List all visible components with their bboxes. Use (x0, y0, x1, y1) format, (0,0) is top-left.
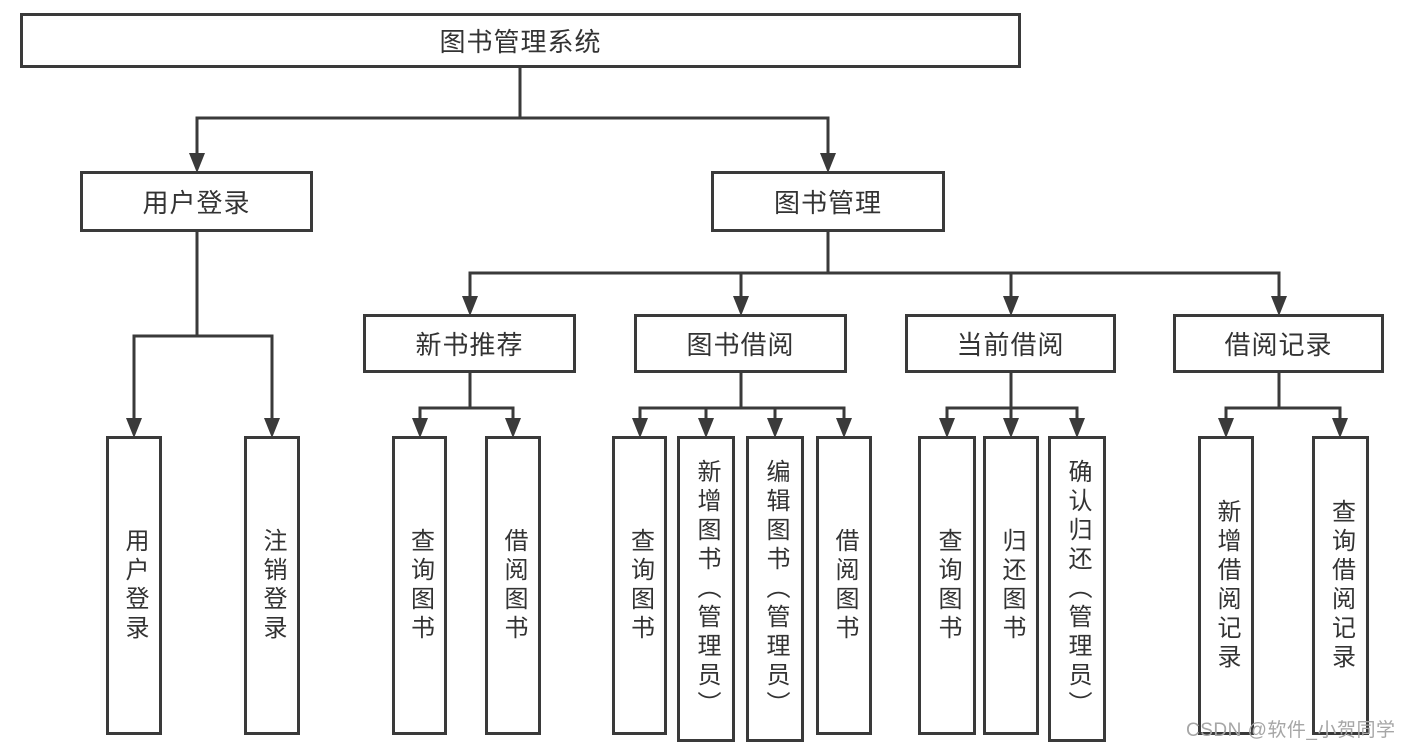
arrowhead-icon (189, 153, 205, 173)
node-borrow-records: 借阅记录 (1173, 314, 1384, 373)
arrowhead-icon (820, 153, 836, 173)
leaf-edit-book-admin: 编辑图书（管理员） (746, 436, 804, 742)
arrowhead-icon (264, 418, 280, 438)
arrowhead-icon (1332, 418, 1348, 438)
leaf-add-borrow-record: 新增借阅记录 (1198, 436, 1254, 735)
arrowhead-icon (733, 296, 749, 316)
arrowhead-icon (939, 418, 955, 438)
node-current-borrow: 当前借阅 (905, 314, 1116, 373)
leaf-user-login: 用户登录 (106, 436, 162, 735)
arrowhead-icon (1003, 296, 1019, 316)
arrowhead-icon (836, 418, 852, 438)
node-book-borrow: 图书借阅 (634, 314, 847, 373)
leaf-logout: 注销登录 (244, 436, 300, 735)
leaf-borrow-book: 借阅图书 (816, 436, 872, 735)
arrowhead-icon (505, 418, 521, 438)
arrowhead-icon (767, 418, 783, 438)
arrowhead-icon (698, 418, 714, 438)
arrowhead-icon (632, 418, 648, 438)
leaf-add-book-admin: 新增图书（管理员） (677, 436, 735, 742)
arrowhead-icon (1271, 296, 1287, 316)
leaf-borrow-book-recommend: 借阅图书 (485, 436, 541, 735)
leaf-query-book-current: 查询图书 (918, 436, 976, 735)
node-root: 图书管理系统 (20, 13, 1021, 68)
arrowhead-icon (1069, 418, 1085, 438)
arrowhead-icon (1218, 418, 1234, 438)
arrowhead-icon (126, 418, 142, 438)
arrowhead-icon (462, 296, 478, 316)
node-new-book-recommend: 新书推荐 (363, 314, 576, 373)
watermark: CSDN @软件_小贺同学 (1186, 720, 1396, 741)
leaf-query-book-borrow: 查询图书 (612, 436, 667, 735)
leaf-query-book-recommend: 查询图书 (392, 436, 447, 735)
leaf-return-book: 归还图书 (983, 436, 1039, 735)
arrowhead-icon (1003, 418, 1019, 438)
node-user-login: 用户登录 (80, 171, 313, 232)
leaf-confirm-return-admin: 确认归还（管理员） (1048, 436, 1106, 742)
node-book-management: 图书管理 (711, 171, 945, 232)
arrowhead-icon (412, 418, 428, 438)
leaf-query-borrow-record: 查询借阅记录 (1312, 436, 1369, 735)
